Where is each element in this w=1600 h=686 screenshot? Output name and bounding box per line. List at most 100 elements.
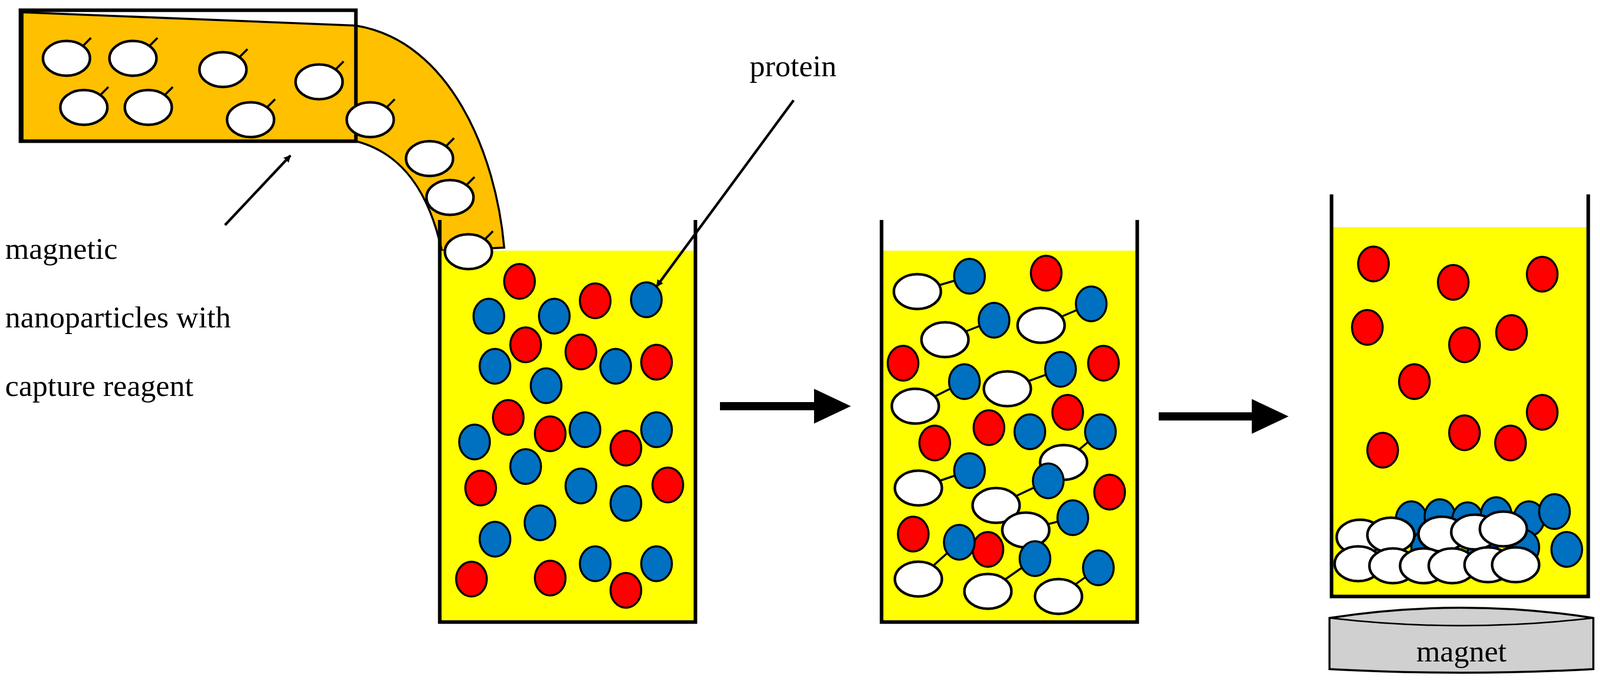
other-protein (641, 344, 672, 380)
magnetic-nanoparticle (894, 470, 942, 506)
reagent-container (20, 10, 356, 142)
other-protein (504, 263, 535, 299)
magnetic-nanoparticle (921, 322, 969, 357)
magnetic-nanoparticle (893, 274, 941, 309)
magnetic-nanoparticle (1479, 511, 1527, 547)
magnet-edge (1329, 617, 1594, 626)
other-protein (534, 416, 566, 452)
magnetic-nanoparticle (964, 573, 1012, 609)
other-protein (1399, 364, 1430, 399)
target-protein (1085, 414, 1116, 449)
target-protein (1539, 493, 1570, 529)
target-protein (1032, 463, 1064, 499)
leader-line (656, 100, 794, 287)
target-protein (530, 368, 562, 403)
beaker (1331, 194, 1589, 597)
target-protein (479, 348, 511, 384)
process-arrow (1251, 398, 1289, 434)
other-protein (1351, 309, 1383, 345)
target-protein (473, 298, 505, 334)
magnetic-nanoparticle (1492, 547, 1540, 582)
other-protein (510, 327, 542, 363)
other-protein (1496, 314, 1527, 350)
magnetic-nanoparticle (227, 102, 275, 138)
other-protein (1052, 394, 1084, 430)
other-protein (1495, 425, 1526, 461)
target-protein (1045, 351, 1076, 387)
magnetic-nanoparticle (60, 89, 108, 125)
magnetic-nanoparticle (295, 64, 343, 100)
target-protein (641, 412, 672, 447)
magnetic-nanoparticle (894, 561, 942, 597)
magnetic-nanoparticle (406, 141, 454, 176)
other-protein (610, 430, 642, 466)
beaker-liquid (1332, 227, 1588, 596)
target-protein (1083, 550, 1114, 585)
magnetic-nanoparticle (1034, 578, 1083, 614)
magnetic-nanoparticle (109, 40, 157, 76)
magnetic-nanoparticle (1017, 307, 1065, 343)
magnet-label: magnet (1416, 633, 1507, 669)
other-protein (1526, 256, 1558, 292)
beaker (881, 219, 1138, 622)
magnetic-nanoparticle (983, 371, 1031, 407)
target-protein (600, 348, 632, 384)
beaker-liquid (882, 250, 1137, 621)
target-protein (1019, 541, 1051, 576)
magnet-block: magnet (1327, 597, 1596, 675)
leader-line (224, 155, 291, 225)
other-protein (1358, 246, 1389, 282)
target-protein (538, 298, 570, 334)
callout-label: magnetic nanoparticles with capture reag… (5, 214, 261, 420)
other-protein (1449, 415, 1480, 450)
other-protein (1437, 264, 1469, 300)
other-protein (1030, 255, 1062, 291)
target-protein (569, 412, 601, 447)
beaker (439, 219, 696, 622)
target-protein (631, 282, 662, 318)
target-protein (1057, 500, 1089, 535)
other-protein (1367, 432, 1399, 468)
target-protein (978, 302, 1010, 338)
magnetic-nanoparticle (346, 102, 394, 138)
magnetic-nanoparticle (124, 89, 172, 125)
process-arrow (719, 401, 819, 411)
other-protein (1526, 394, 1558, 430)
target-protein (954, 258, 985, 294)
particles (42, 37, 1583, 614)
target-protein (510, 448, 542, 484)
other-protein (897, 516, 929, 552)
other-protein (456, 561, 487, 597)
target-protein (610, 485, 642, 521)
target-protein (641, 546, 672, 581)
other-protein (1449, 327, 1480, 363)
target-protein (459, 424, 490, 460)
other-protein (919, 425, 951, 461)
other-protein (973, 410, 1005, 445)
target-protein (954, 453, 985, 488)
magnetic-nanoparticle (891, 388, 939, 424)
magnetic-nanoparticle (42, 40, 90, 76)
magnetic-nanoparticle (426, 179, 474, 215)
other-protein (579, 283, 611, 319)
target-protein (1014, 414, 1046, 449)
other-protein (972, 531, 1004, 567)
other-protein (492, 399, 524, 435)
other-protein (610, 572, 642, 608)
target-protein (479, 521, 511, 557)
process-arrow (1158, 412, 1256, 421)
target-protein (1075, 286, 1107, 322)
target-protein (565, 468, 597, 504)
other-protein (1094, 474, 1125, 510)
target-protein (524, 505, 556, 540)
other-protein (652, 467, 684, 503)
target-protein (1551, 531, 1583, 567)
target-protein (949, 364, 980, 399)
magnetic-nanoparticle (444, 234, 492, 269)
reagent-fill (22, 12, 505, 251)
target-protein (579, 546, 611, 581)
magnet-body (1329, 607, 1594, 673)
other-protein (887, 345, 919, 381)
other-protein (465, 470, 497, 506)
